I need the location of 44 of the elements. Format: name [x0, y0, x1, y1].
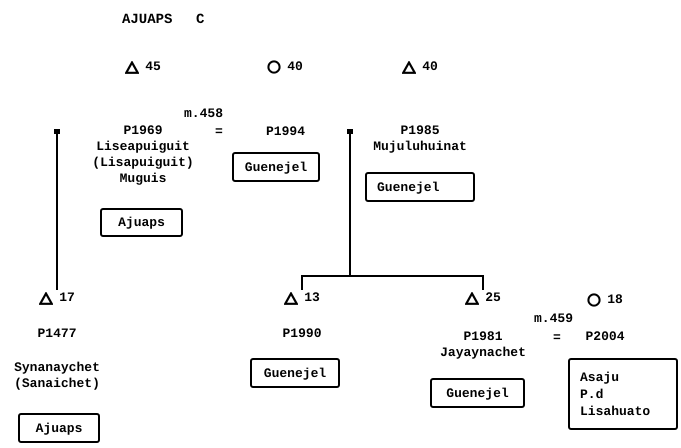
id-label: P1990 [282, 326, 322, 342]
marriage-label: m.458 [184, 105, 224, 123]
box-text: Guenejel [244, 158, 308, 176]
group-box [100, 208, 183, 237]
age-label: 17 [59, 290, 75, 306]
group-box [18, 413, 100, 443]
name-label: Liseapuiguit [96, 139, 190, 155]
age-label: 25 [485, 290, 501, 306]
age-label: 40 [287, 59, 303, 75]
group-box [232, 152, 320, 182]
title-text: AJUAPS [122, 11, 172, 30]
name-label: (Lisapuiguit) [92, 155, 194, 171]
name-label: Jayaynachet [440, 345, 526, 361]
group-box [568, 358, 678, 430]
marriage-label: = [553, 329, 561, 347]
age-label: 18 [607, 292, 623, 308]
box-text: Asaju [580, 368, 620, 386]
name-label: Synanaychet [14, 360, 100, 376]
group-box [250, 358, 340, 388]
id-label: P1969 [123, 123, 162, 139]
marriage-label: = [215, 123, 223, 141]
title-text: C [196, 11, 204, 30]
box-text: Guenejel [446, 384, 509, 402]
id-label: P1985 [400, 123, 440, 139]
id-label: P1981 [463, 329, 502, 345]
name-label: Muguis [120, 171, 166, 187]
name-label: Mujuluhuinat [373, 139, 467, 155]
box-text: Guenejel [377, 178, 440, 196]
box-text: P.d [580, 386, 604, 402]
box-text: Ajuaps [118, 214, 165, 231]
id-label: P2004 [585, 329, 624, 345]
box-text: Ajuaps [36, 420, 82, 436]
box-text: Guenejel [264, 364, 326, 382]
descent-line [54, 129, 60, 290]
id-label: P1477 [37, 326, 76, 342]
name-label: (Sanaichet) [14, 376, 100, 392]
age-label: 45 [145, 59, 161, 75]
marriage-label: m.459 [534, 310, 574, 328]
age-label: 40 [422, 59, 438, 75]
id-label: P1994 [266, 123, 306, 141]
group-box [365, 172, 475, 202]
box-text: Lisahuato [580, 402, 650, 420]
group-box [430, 378, 525, 408]
age-label: 13 [304, 290, 320, 306]
